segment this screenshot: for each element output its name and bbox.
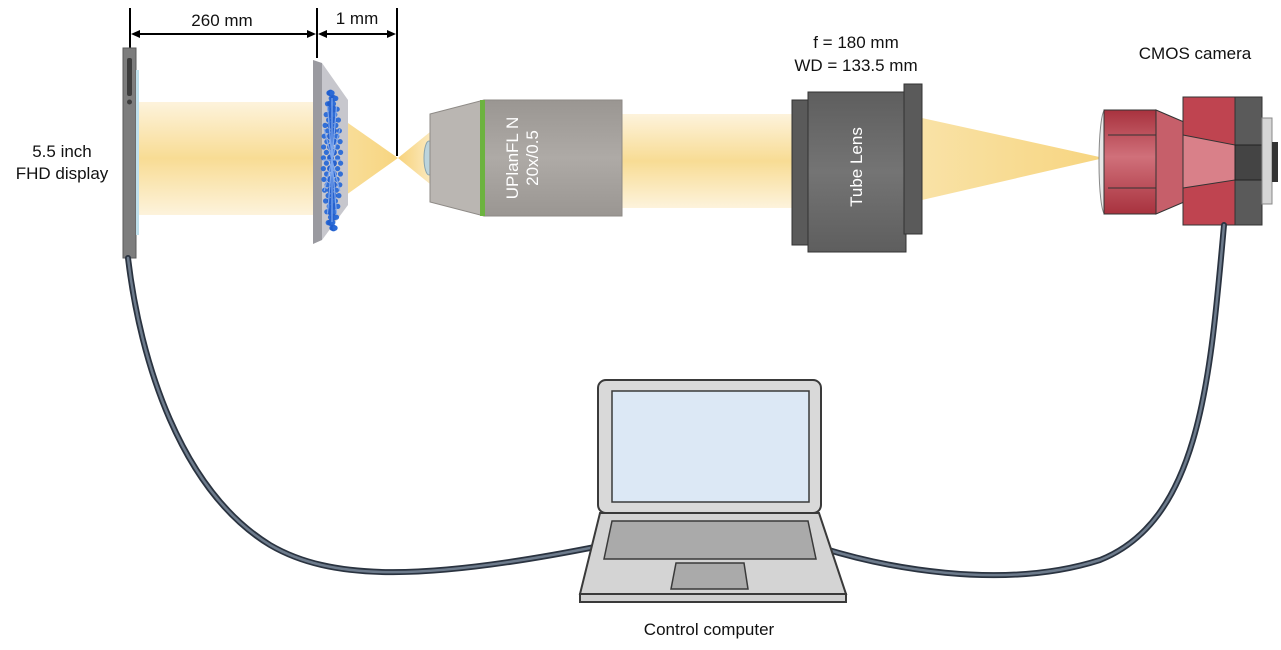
light-beam [138, 102, 1104, 215]
display-label-line1: 5.5 inch [32, 142, 92, 161]
laptop-screen [611, 390, 810, 503]
camera-icon [1098, 96, 1278, 226]
tube-lens-name: Tube Lens [847, 127, 866, 207]
dimension-markers [129, 8, 398, 156]
computer-label: Control computer [644, 620, 775, 639]
beam-cone-to-camera [922, 118, 1104, 200]
beam-cone-diverging [398, 132, 430, 184]
objective-label: UPlanFL N 20x/0.5 [503, 117, 542, 200]
display-icon [122, 47, 139, 259]
tube-lens-icon [791, 83, 923, 253]
laptop-front-edge [579, 593, 847, 603]
sample-specimen [320, 89, 344, 232]
dim-label-1: 1 mm [336, 9, 379, 28]
objective-label-line2: 20x/0.5 [523, 130, 542, 186]
dim-label-260: 260 mm [191, 11, 252, 30]
beam-objective-to-tube [622, 114, 794, 208]
laptop-touchpad [670, 562, 749, 590]
cable-camera [819, 222, 1227, 579]
beam-display-to-sample [138, 102, 318, 215]
tube-lens-working-distance: WD = 133.5 mm [794, 56, 917, 75]
camera-label: CMOS camera [1139, 44, 1252, 63]
cables [125, 222, 1227, 579]
tube-lens-focal-length: f = 180 mm [813, 33, 899, 52]
laptop-keyboard [603, 520, 817, 560]
display-label-line2: FHD display [16, 164, 109, 183]
objective-icon [423, 99, 623, 217]
sample-icon [313, 60, 348, 244]
objective-label-line1: UPlanFL N [503, 117, 522, 200]
dimension-arrowheads [131, 30, 396, 38]
laptop-icon [578, 379, 848, 603]
cable-display [125, 255, 603, 576]
